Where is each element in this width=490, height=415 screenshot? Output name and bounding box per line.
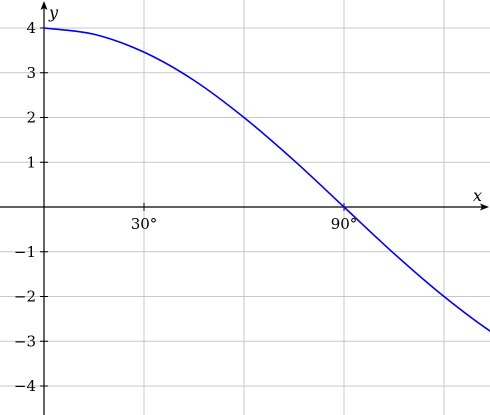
y-tick-label: 2 xyxy=(26,109,36,127)
y-axis-label: y xyxy=(48,3,59,22)
y-tick-label: −2 xyxy=(14,288,36,306)
y-tick-label: 4 xyxy=(26,19,36,37)
y-tick-label: 3 xyxy=(26,64,36,82)
x-axis-arrow-icon xyxy=(480,203,489,211)
y-tick-label: 1 xyxy=(26,153,36,171)
series-layer: g xyxy=(43,27,490,332)
y-tick-label: −4 xyxy=(14,377,36,395)
y-tick-label: −3 xyxy=(14,332,36,350)
series-line-g xyxy=(43,27,490,332)
x-axis-label: x xyxy=(473,186,482,205)
y-tick-label: −1 xyxy=(14,243,36,261)
x-tick-label: 30° xyxy=(131,215,158,233)
x-tick-label: 90° xyxy=(331,215,358,233)
y-axis-arrow-icon xyxy=(40,1,48,10)
